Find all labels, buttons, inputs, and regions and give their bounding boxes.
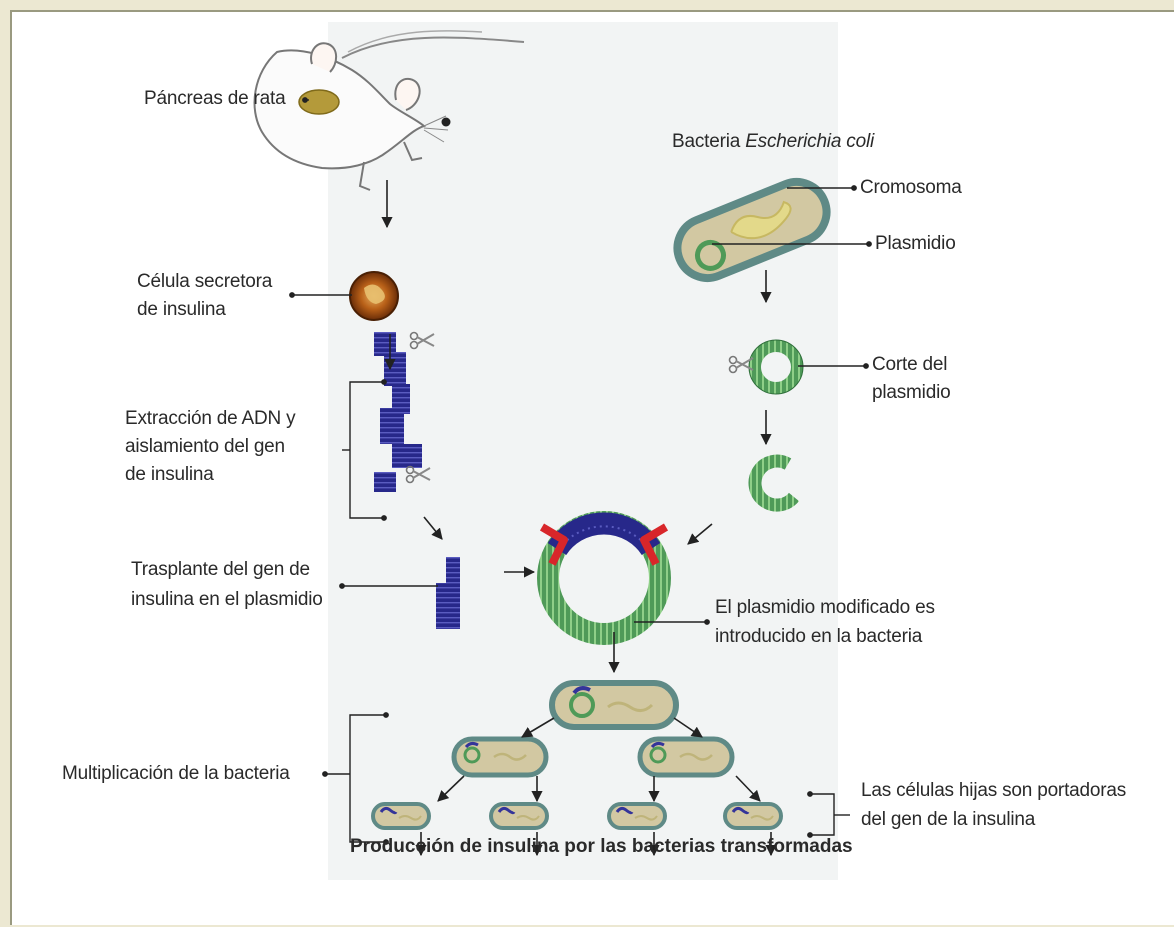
recombinant-plasmid: [537, 511, 671, 645]
label-bacteria-prefix: Bacteria: [672, 131, 746, 152]
granddaughter-bacterium: [371, 802, 431, 830]
diagram-panel: Páncreas de rata Bacteria Escherichia co…: [10, 10, 1174, 925]
opened-plasmid: [748, 454, 800, 512]
label-bacteria-species: Escherichia coli: [745, 131, 874, 152]
bacterium-escherichia-coli: [673, 178, 831, 282]
diagram-footer-caption: Producción de insulina por las bacterias…: [350, 836, 853, 857]
label-plasmid: Plasmidio: [875, 233, 956, 254]
label-plasmid-cut-line2: plasmidio: [872, 382, 951, 403]
label-transplant-line1: Trasplante del gen de: [131, 559, 310, 580]
label-bacteria: Bacteria Escherichia coli: [672, 129, 874, 155]
label-secretory-cell-line1: Célula secretora: [137, 271, 273, 292]
label-pancreas: Páncreas de rata: [144, 88, 286, 109]
diagram-artwork: [253, 22, 872, 880]
label-dna-extraction-line2: aislamiento del gen: [125, 436, 285, 457]
label-modified-plasmid-line1: El plasmidio modificado es: [715, 597, 935, 618]
secretory-cell: [349, 271, 399, 321]
rat-illustration: [253, 30, 525, 191]
label-dna-extraction-line1: Extracción de ADN y: [125, 408, 296, 429]
daughter-bacterium: [640, 739, 732, 775]
label-transplant-line2: insulina en el plasmidio: [131, 589, 323, 610]
label-daughter-cells-line1: Las células hijas son portadoras: [861, 780, 1127, 801]
label-plasmid-cut-line1: Corte del: [872, 354, 948, 375]
insulin-gene-fragment: [436, 557, 460, 629]
label-daughter-cells-line2: del gen de la insulina: [861, 809, 1036, 830]
label-chromosome: Cromosoma: [860, 177, 962, 198]
label-multiplication: Multiplicación de la bacteria: [62, 763, 290, 784]
granddaughter-bacterium: [723, 802, 783, 830]
transformed-bacterium: [552, 683, 676, 727]
label-dna-extraction-line3: de insulina: [125, 464, 214, 485]
label-secretory-cell-line2: de insulina: [137, 299, 226, 320]
daughter-bacterium: [454, 739, 546, 775]
granddaughter-bacterium: [607, 802, 667, 830]
leader-lines: [289, 97, 872, 845]
flow-arrows: [381, 180, 777, 857]
granddaughter-bacterium: [489, 802, 549, 830]
label-modified-plasmid-line2: introducido en la bacteria: [715, 626, 923, 647]
